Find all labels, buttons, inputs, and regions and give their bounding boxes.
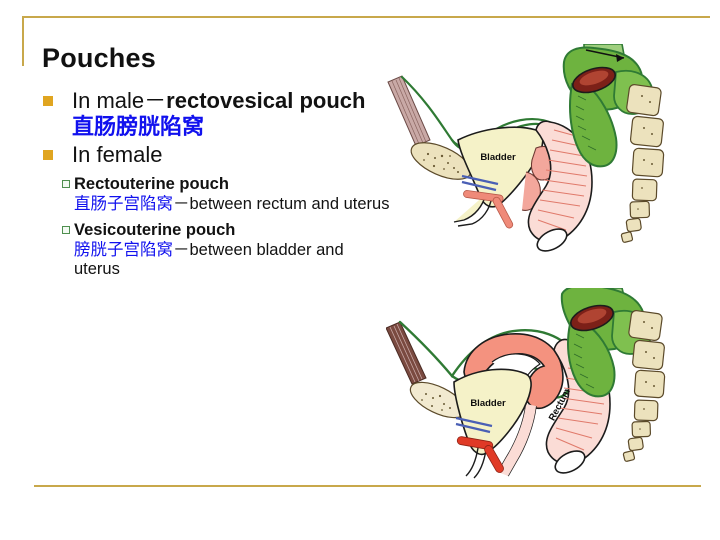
bullet-list: In male－rectovesical pouch 直肠膀胱陷窝 In fem… [40,88,392,280]
bullet-male-lead: In male [72,88,145,113]
bullet-male-term: rectovesical pouch [166,88,366,113]
bullet-square-icon [43,96,53,106]
bladder-illustration: Bladder [453,368,532,456]
vesicouterine-description: between bladder and uterus [74,240,344,279]
rectum-illustration [527,120,593,252]
rectouterine-term: Rectouterine pouch [74,175,229,193]
sub-bullet-rectouterine: Rectouterine pouch 直肠子宫陷窝－between rectum… [40,175,392,214]
male-pelvis-figure: Bladder [386,44,716,284]
vessel-blue-illustration [455,416,493,434]
abdominal-wall-illustration [387,75,431,147]
page-title: Pouches [42,43,156,73]
vertebrae-speckles [639,321,655,430]
bullet-square-icon [43,150,53,160]
vesicouterine-term: Vesicouterine pouch [74,221,236,239]
female-pelvis-figure: Bladder [386,288,716,498]
male-bladder-label: Bladder [480,152,516,163]
sacrum-vertebrae-illustration [622,310,666,462]
sacrum-vertebrae-illustration [620,84,665,243]
bottom-accent-rule [34,485,701,487]
bullet-female-lead: In female [72,142,163,167]
top-accent-rule [22,16,710,18]
urethra-illustration [465,447,479,477]
bullet-item-male: In male－rectovesical pouch 直肠膀胱陷窝 [40,88,392,140]
top-accent-rule-tick [22,16,24,66]
sub-bullet-square-icon [62,226,70,234]
rectouterine-chinese: 直肠子宫陷窝 [74,194,173,213]
female-bladder-label: Bladder [470,398,506,409]
sub-bullet-vesicouterine: Vesicouterine pouch 膀胱子宫陷窝－between bladd… [40,221,392,280]
bullet-male-dash: － [144,88,167,113]
vessel-blue-illustration [461,174,499,192]
vesicouterine-dash: － [173,240,190,259]
rectouterine-dash: － [173,194,190,213]
vessel-red-illustration [456,436,504,473]
vesicouterine-chinese: 膀胱子宫陷窝 [74,240,173,259]
bullet-item-female: In female [40,142,392,168]
rectouterine-description: between rectum and uterus [189,194,390,213]
abdominal-wall-illustration [386,321,427,385]
pubic-symphysis-illustration [410,142,472,180]
vertebrae-speckles [637,95,653,210]
bullet-male-chinese: 直肠膀胱陷窝 [72,114,205,139]
sub-bullet-square-icon [62,180,70,188]
vessel-red-illustration [463,190,514,229]
